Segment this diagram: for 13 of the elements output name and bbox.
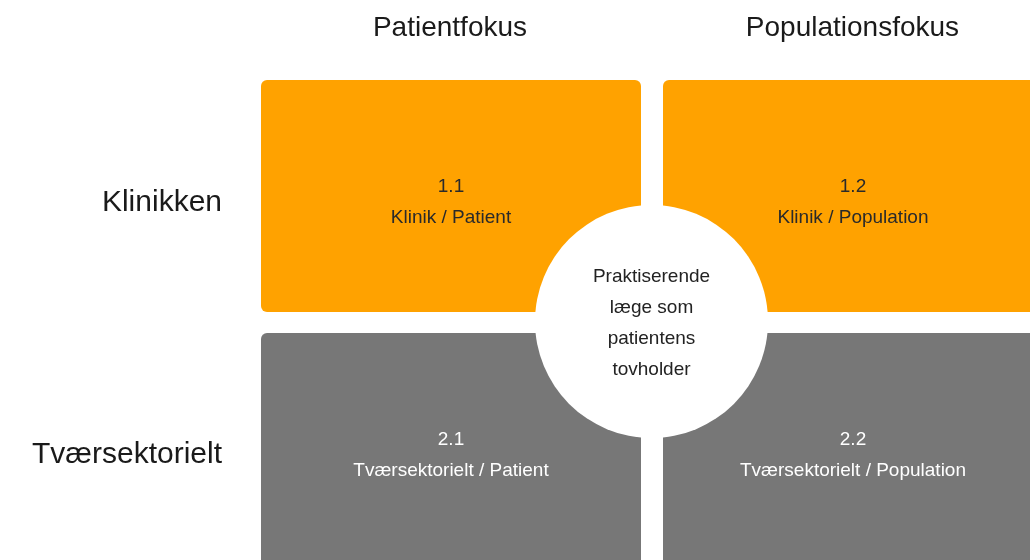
quadrant-number: 2.2 [839,427,867,451]
column-heading: Patientfokus [371,10,529,44]
quadrant-number: 1.2 [839,174,867,198]
quadrant-number: 2.1 [437,427,465,451]
quadrant-title: Tværsektorielt / Patient [353,458,549,482]
column-heading: Populationsfokus [744,10,961,44]
quadrant-number: 1.1 [437,174,465,198]
quadrant-title: Klinik / Patient [390,205,512,229]
quadrant-title: Klinik / Population [777,205,929,229]
row-heading: Tværsektorielt [30,435,222,471]
quadrant-title: Tværsektorielt / Population [740,458,966,482]
circle-text: Praktiserende læge som patientens tovholder [591,263,712,381]
row-heading: Klinikken [100,183,222,219]
